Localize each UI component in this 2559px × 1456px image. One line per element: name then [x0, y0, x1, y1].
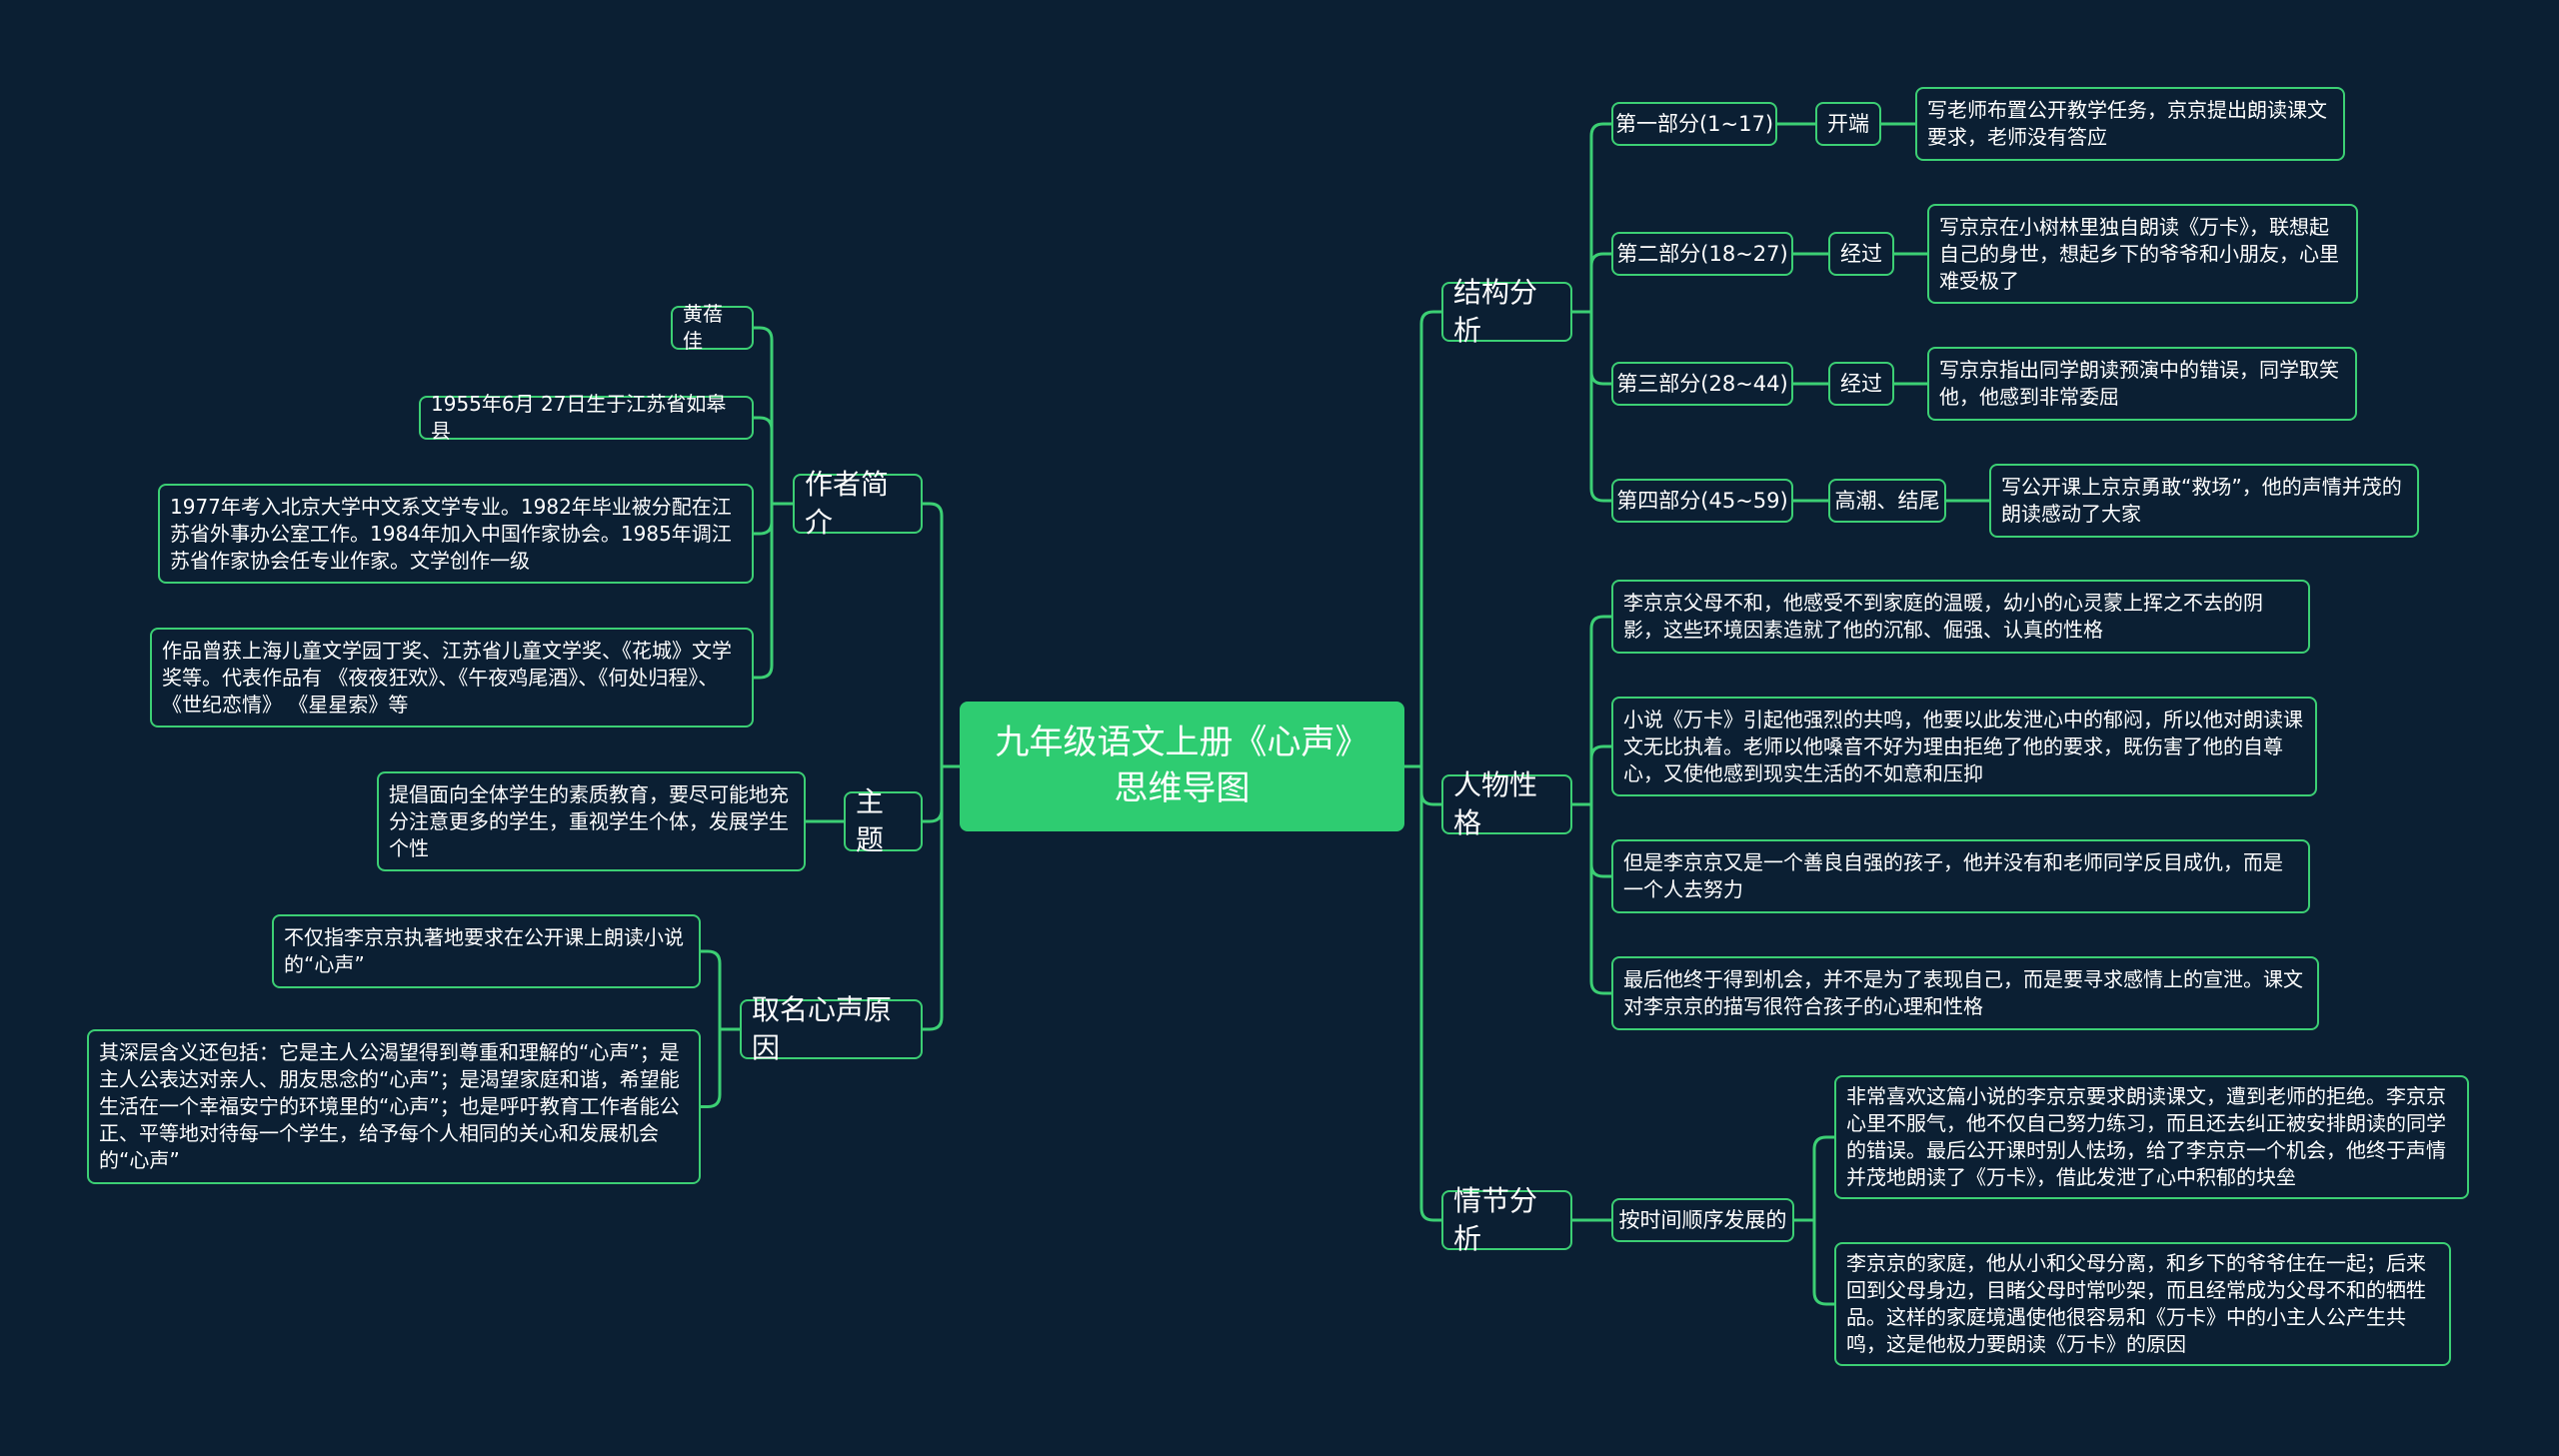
- connector-line: [1589, 744, 1611, 804]
- leaf-text: 作品曾获上海儿童文学园丁奖、江苏省儿童文学奖、《花城》文学奖等。代表作品有 《夜…: [162, 638, 732, 717]
- leaf-text: 写京京在小树林里独自朗读《万卡》，联想起自己的身世，想起乡下的爷爷和小朋友，心里…: [1939, 214, 2339, 293]
- structure-stage-4[interactable]: 高潮、结尾: [1828, 479, 1946, 523]
- branch-title-reason-label: 取名心声原因: [752, 993, 893, 1064]
- structure-part-3[interactable]: 第三部分(28~44): [1611, 362, 1793, 406]
- root-title-line2: 思维导图: [1114, 768, 1251, 808]
- leaf-text: 写京京指出同学朗读预演中的错误，同学取笑他，他感到非常委屈: [1939, 358, 2339, 409]
- branch-structure-label: 结构分析: [1453, 276, 1538, 347]
- connector-line: [1419, 310, 1441, 766]
- root-title-line1: 九年级语文上册《心声》: [995, 723, 1369, 763]
- leaf-text: 不仅指李京京执著地要求在公开课上朗读小说的“心声”: [284, 925, 684, 976]
- leaf-text: 李京京父母不和，他感受不到家庭的温暖，幼小的心灵蒙上挥之不去的阴影，这些环境因素…: [1623, 591, 2263, 642]
- structure-desc-3[interactable]: 写京京指出同学朗读预演中的错误，同学取笑他，他感到非常委屈: [1927, 347, 2357, 421]
- connector-line: [923, 502, 944, 766]
- structure-part-1[interactable]: 第一部分(1~17): [1611, 102, 1777, 146]
- structure-desc-1[interactable]: 写老师布置公开教学任务，京京提出朗读课文要求，老师没有答应: [1915, 87, 2345, 161]
- sub-text: 第二部分(18~27): [1616, 241, 1788, 266]
- sub-text: 第一部分(1~17): [1614, 111, 1774, 136]
- leaf-text: 非常喜欢这篇小说的李京京要求朗读课文，遭到老师的拒绝。李京京心里不服气，他不仅自…: [1846, 1084, 2446, 1189]
- connector-line: [1812, 1135, 1834, 1220]
- branch-title-reason[interactable]: 取名心声原因: [740, 993, 923, 1064]
- connector-line: [1589, 122, 1611, 312]
- leaf-text: 写公开课上京京勇敢“救场”，他的声情并茂的朗读感动了大家: [2001, 475, 2402, 526]
- leaf-text: 最后他终于得到机会，并不是为了表现自己，而是要寻求感情上的宣泄。课文对李京京的描…: [1623, 967, 2303, 1018]
- connector-line: [1589, 804, 1611, 878]
- leaf-text: 提倡面向全体学生的素质教育，要尽可能地充分注意更多的学生，重视学生个体，发展学生…: [389, 781, 789, 860]
- connector-line: [1589, 312, 1611, 503]
- leaf-text: 写老师布置公开教学任务，京京提出朗读课文要求，老师没有答应: [1927, 98, 2327, 149]
- structure-desc-4[interactable]: 写公开课上京京勇敢“救场”，他的声情并茂的朗读感动了大家: [1989, 464, 2419, 538]
- structure-stage-3[interactable]: 经过: [1828, 362, 1894, 406]
- structure-part-4[interactable]: 第四部分(45~59): [1611, 479, 1793, 523]
- branch-author-label: 作者简介: [805, 468, 890, 539]
- branch-character[interactable]: 人物性格: [1441, 768, 1572, 839]
- plot-sub-chronological[interactable]: 按时间顺序发展的: [1611, 1198, 1794, 1242]
- connector-line: [754, 326, 774, 504]
- sub-text: 第四部分(45~59): [1616, 488, 1788, 513]
- connector-line: [1812, 1220, 1834, 1306]
- connector-line: [754, 504, 774, 536]
- branch-plot-label: 情节分析: [1453, 1184, 1538, 1255]
- leaf-text: 小说《万卡》引起他强烈的共鸣，他要以此发泄心中的郁闷，所以他对朗读课文无比执着。…: [1623, 707, 2303, 785]
- structure-stage-1[interactable]: 开端: [1815, 102, 1881, 146]
- branch-theme[interactable]: 主题: [844, 785, 923, 856]
- branch-structure[interactable]: 结构分析: [1441, 276, 1572, 347]
- connector-line: [1419, 766, 1441, 1222]
- author-item-birth[interactable]: 1955年6月 27日生于江苏省如皋县: [419, 392, 754, 443]
- branch-author[interactable]: 作者简介: [793, 468, 923, 539]
- title-reason-item-1[interactable]: 不仅指李京京执著地要求在公开课上朗读小说的“心声”: [272, 914, 701, 988]
- character-item-2[interactable]: 小说《万卡》引起他强烈的共鸣，他要以此发泄心中的郁闷，所以他对朗读课文无比执着。…: [1611, 697, 2317, 796]
- branch-character-label: 人物性格: [1453, 768, 1538, 839]
- connector-line: [1589, 804, 1611, 995]
- author-item-career[interactable]: 1977年考入北京大学中文系文学专业。1982年毕业被分配在江苏省外事办公室工作…: [158, 484, 754, 584]
- connector-line: [1419, 766, 1441, 806]
- branch-plot[interactable]: 情节分析: [1441, 1184, 1572, 1255]
- leaf-text: 1955年6月 27日生于江苏省如皋县: [431, 392, 727, 443]
- structure-stage-2[interactable]: 经过: [1828, 232, 1894, 276]
- theme-item[interactable]: 提倡面向全体学生的素质教育，要尽可能地充分注意更多的学生，重视学生个体，发展学生…: [377, 771, 806, 871]
- connector-line: [701, 1029, 722, 1108]
- author-item-name[interactable]: 黄蓓佳: [671, 302, 754, 353]
- sub-text: 高潮、结尾: [1834, 488, 1940, 513]
- connector-line: [1589, 615, 1611, 804]
- leaf-text: 其深层含义还包括：它是主人公渴望得到尊重和理解的“心声”；是主人公表达对亲人、朋…: [99, 1040, 680, 1172]
- sub-text: 开端: [1827, 111, 1869, 136]
- connector-line: [754, 504, 774, 680]
- author-item-works[interactable]: 作品曾获上海儿童文学园丁奖、江苏省儿童文学奖、《花城》文学奖等。代表作品有 《夜…: [150, 628, 754, 728]
- structure-part-2[interactable]: 第二部分(18~27): [1611, 232, 1793, 276]
- connector-line: [701, 949, 722, 1029]
- leaf-text: 黄蓓佳: [683, 302, 723, 353]
- sub-text: 经过: [1840, 241, 1882, 266]
- character-item-4[interactable]: 最后他终于得到机会，并不是为了表现自己，而是要寻求感情上的宣泄。课文对李京京的描…: [1611, 956, 2319, 1030]
- leaf-text: 1977年考入北京大学中文系文学专业。1982年毕业被分配在江苏省外事办公室工作…: [170, 494, 732, 573]
- connector-line: [754, 416, 774, 504]
- connector-line: [923, 766, 944, 823]
- sub-text: 第三部分(28~44): [1616, 371, 1788, 396]
- connector-line: [1589, 312, 1611, 386]
- root-node[interactable]: 九年级语文上册《心声》 思维导图: [960, 702, 1404, 831]
- leaf-text: 李京京的家庭，他从小和父母分离，和乡下的爷爷住在一起；后来回到父母身边，目睹父母…: [1846, 1251, 2426, 1356]
- leaf-text: 但是李京京又是一个善良自强的孩子，他并没有和老师同学反目成仇，而是一个人去努力: [1623, 850, 2283, 901]
- branch-theme-label: 主题: [856, 785, 885, 856]
- plot-item-1[interactable]: 非常喜欢这篇小说的李京京要求朗读课文，遭到老师的拒绝。李京京心里不服气，他不仅自…: [1834, 1075, 2469, 1199]
- structure-desc-2[interactable]: 写京京在小树林里独自朗读《万卡》，联想起自己的身世，想起乡下的爷爷和小朋友，心里…: [1927, 204, 2358, 304]
- connector-line: [923, 766, 944, 1031]
- connector-line: [1589, 252, 1611, 312]
- sub-text: 按时间顺序发展的: [1618, 1207, 1787, 1232]
- character-item-1[interactable]: 李京京父母不和，他感受不到家庭的温暖，幼小的心灵蒙上挥之不去的阴影，这些环境因素…: [1611, 580, 2310, 654]
- character-item-3[interactable]: 但是李京京又是一个善良自强的孩子，他并没有和老师同学反目成仇，而是一个人去努力: [1611, 839, 2310, 913]
- sub-text: 经过: [1840, 371, 1882, 396]
- title-reason-item-2[interactable]: 其深层含义还包括：它是主人公渴望得到尊重和理解的“心声”；是主人公表达对亲人、朋…: [87, 1029, 701, 1184]
- plot-item-2[interactable]: 李京京的家庭，他从小和父母分离，和乡下的爷爷住在一起；后来回到父母身边，目睹父母…: [1834, 1242, 2451, 1366]
